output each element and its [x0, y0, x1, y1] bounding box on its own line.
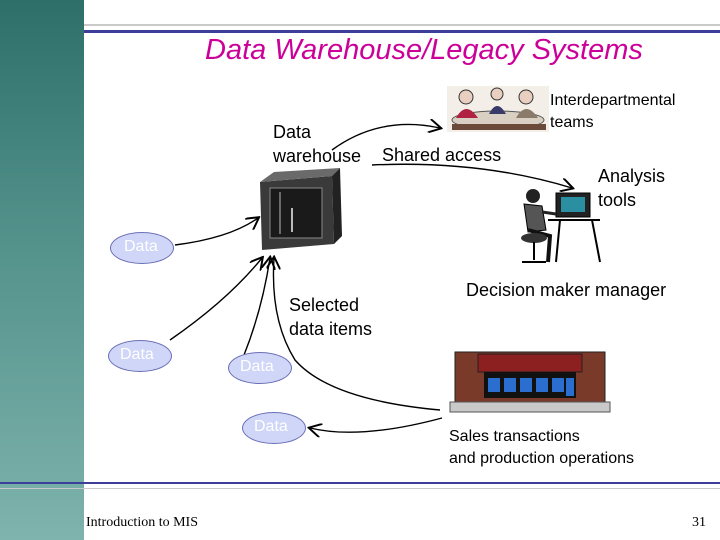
- person-at-computer-illustration: [521, 189, 601, 263]
- data-node-bottom: [242, 412, 306, 444]
- arrow-to-teams: [331, 124, 440, 151]
- arrow-to-analysis: [371, 163, 572, 188]
- warehouse-label-line1: Data: [273, 122, 312, 142]
- analysis-label-line1: Analysis: [598, 166, 666, 186]
- data-node-top: [110, 232, 174, 264]
- storefront-illustration: [449, 351, 611, 413]
- data-node-left-label: Data: [120, 346, 154, 363]
- warehouse-label-line2: warehouse: [273, 146, 362, 166]
- arrow-data-top-to-warehouse: [174, 218, 258, 246]
- bottom-rule-light: [0, 488, 720, 489]
- arrow-data-mid-to-warehouse: [243, 258, 270, 356]
- selected-label-line2: data items: [289, 319, 373, 339]
- footer-course-name: Introduction to MIS: [86, 515, 198, 530]
- slide-title: Data Warehouse/Legacy Systems: [205, 34, 643, 66]
- arrow-store-to-data-bottom: [310, 417, 443, 432]
- decision-maker-label: Decision maker manager: [466, 280, 667, 300]
- arrow-store-to-warehouse: [273, 258, 441, 411]
- sidebar-band: [0, 0, 84, 540]
- selected-label-line1: Selected: [289, 295, 360, 315]
- teams-label-line1: Interdepartmental: [550, 92, 676, 109]
- shared-access-label: Shared access: [382, 145, 502, 165]
- meeting-team-illustration: [447, 86, 549, 132]
- footer-page-number: 31: [692, 515, 706, 530]
- arrow-data-left-to-warehouse: [169, 258, 262, 341]
- data-node-top-label: Data: [124, 238, 158, 255]
- data-node-left: [108, 340, 172, 372]
- bottom-rule: [0, 482, 720, 484]
- data-node-middle-label: Data: [240, 358, 274, 375]
- top-rule: [84, 30, 720, 33]
- sales-label-line1: Sales transactions: [449, 428, 580, 445]
- data-node-middle: [228, 352, 292, 384]
- teams-label-line2: teams: [550, 114, 594, 131]
- server-cabinet-illustration: [260, 168, 342, 250]
- top-rule-light: [84, 24, 720, 26]
- data-node-bottom-label: Data: [254, 418, 288, 435]
- analysis-label-line2: tools: [598, 190, 637, 210]
- sales-label-line2: and production operations: [449, 450, 635, 467]
